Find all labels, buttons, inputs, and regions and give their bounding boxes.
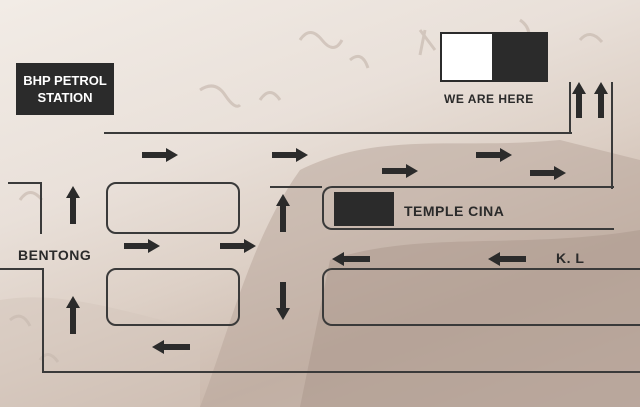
bottom-road [42,371,640,373]
bentong-road-lower-edge [0,268,42,270]
we-are-here-label: WE ARE HERE [444,92,534,106]
arrow-left-icon [332,252,370,266]
right-vertical-road [611,82,613,189]
arrow-right-icon [142,148,178,162]
kl-label: K. L [556,250,585,266]
arrow-right-icon [272,148,308,162]
road-lower-edge-right [322,186,614,230]
petrol-station-label: BHP PETROL STATION [23,73,107,105]
temple-marker [334,192,394,226]
center-lower-block [106,268,240,326]
top-main-road-upper-edge [104,132,572,134]
arrow-left-icon [152,340,190,354]
arrow-up-icon [66,186,80,224]
arrow-right-icon [530,166,566,180]
left-upper-road-block [8,182,42,234]
arrow-up-icon [594,82,608,118]
we-are-here-marker [440,32,548,82]
arrow-right-icon [124,239,160,253]
temple-label: TEMPLE CINA [404,203,505,219]
road-lower-edge-left [270,186,322,188]
petrol-station-marker: BHP PETROL STATION [16,63,114,115]
arrow-up-icon [276,194,290,232]
right-lower-block [322,268,640,326]
left-lower-vertical [42,268,44,373]
arrow-right-icon [476,148,512,162]
center-upper-block [106,182,240,234]
top-right-road-down [569,82,571,134]
arrow-right-icon [220,239,256,253]
arrow-left-icon [488,252,526,266]
arrow-down-icon [276,282,290,320]
bentong-label: BENTONG [18,247,92,263]
arrow-up-icon [572,82,586,118]
arrow-right-icon [382,164,418,178]
arrow-up-icon [66,296,80,334]
